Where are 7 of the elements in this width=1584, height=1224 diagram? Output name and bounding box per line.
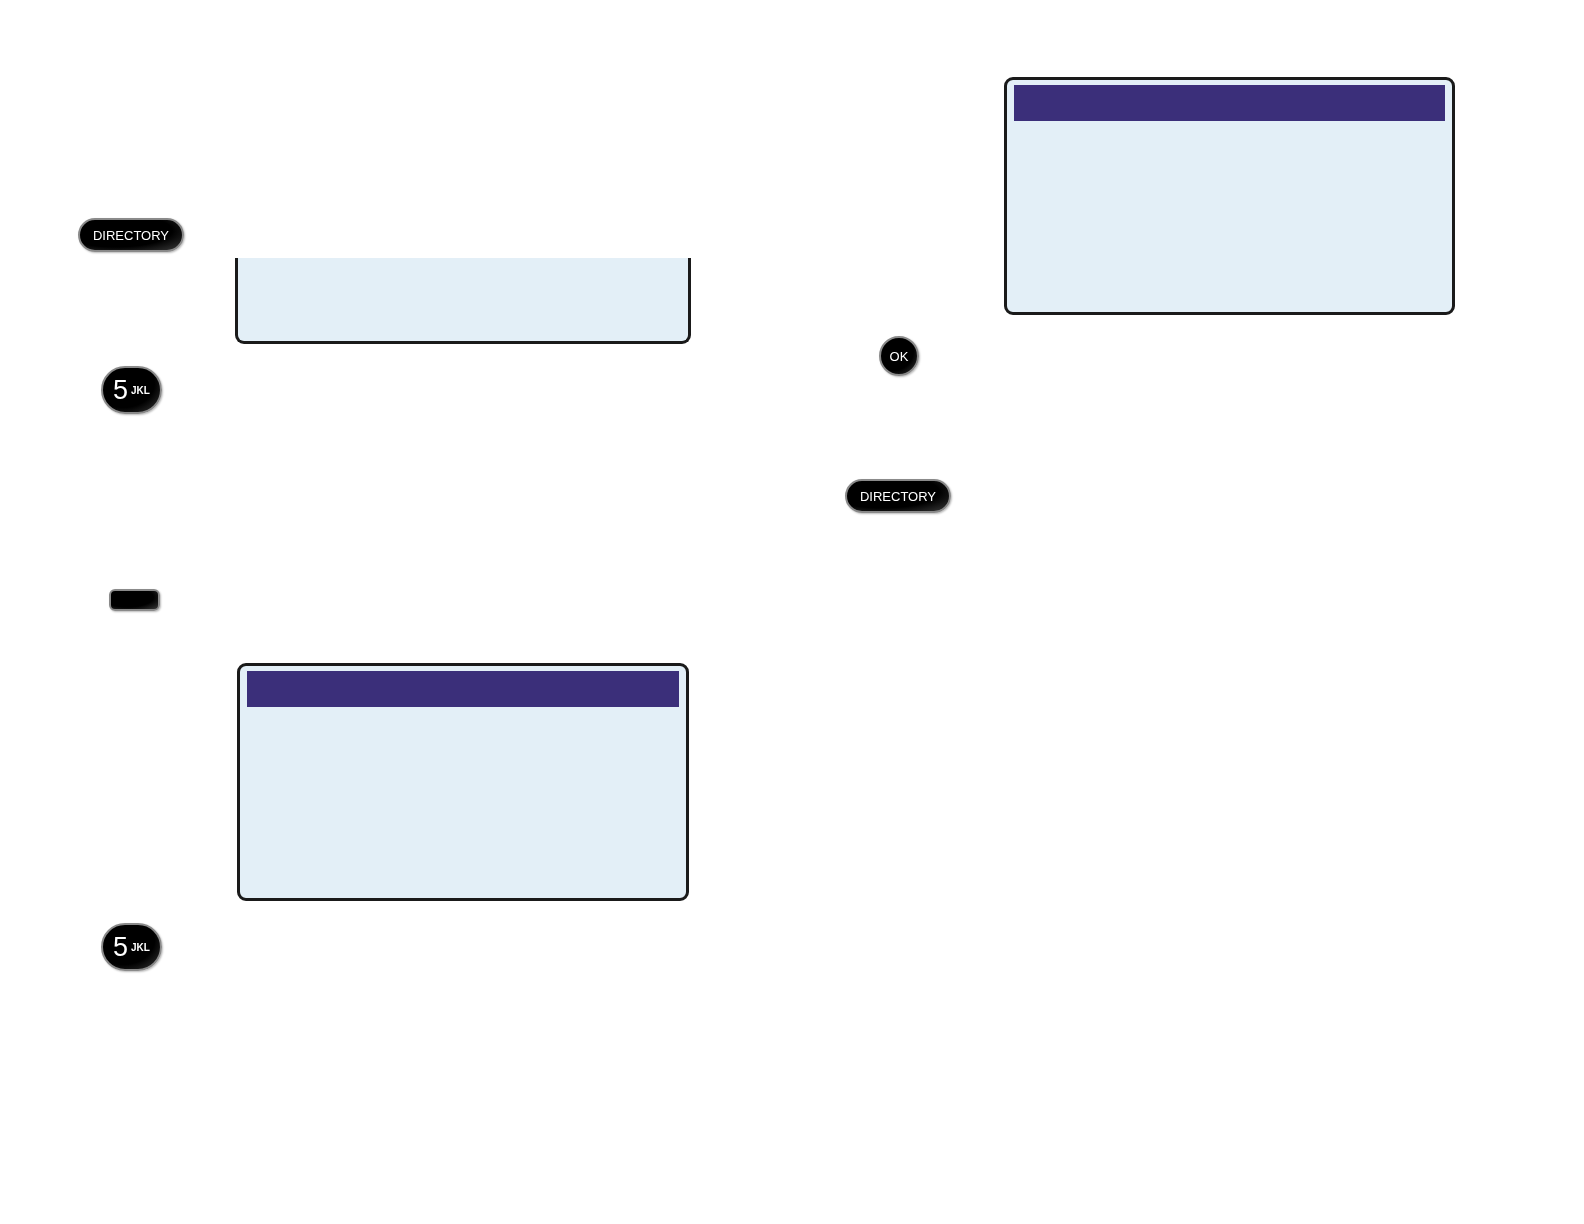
- directory-key: DIRECTORY: [78, 218, 184, 252]
- soft-key: [109, 589, 160, 611]
- ok-key: OK: [879, 336, 919, 376]
- lcd-screen: [1004, 77, 1455, 315]
- lcd-screen: [237, 663, 689, 901]
- lcd-screen: [235, 258, 691, 344]
- directory-key: DIRECTORY: [845, 479, 951, 513]
